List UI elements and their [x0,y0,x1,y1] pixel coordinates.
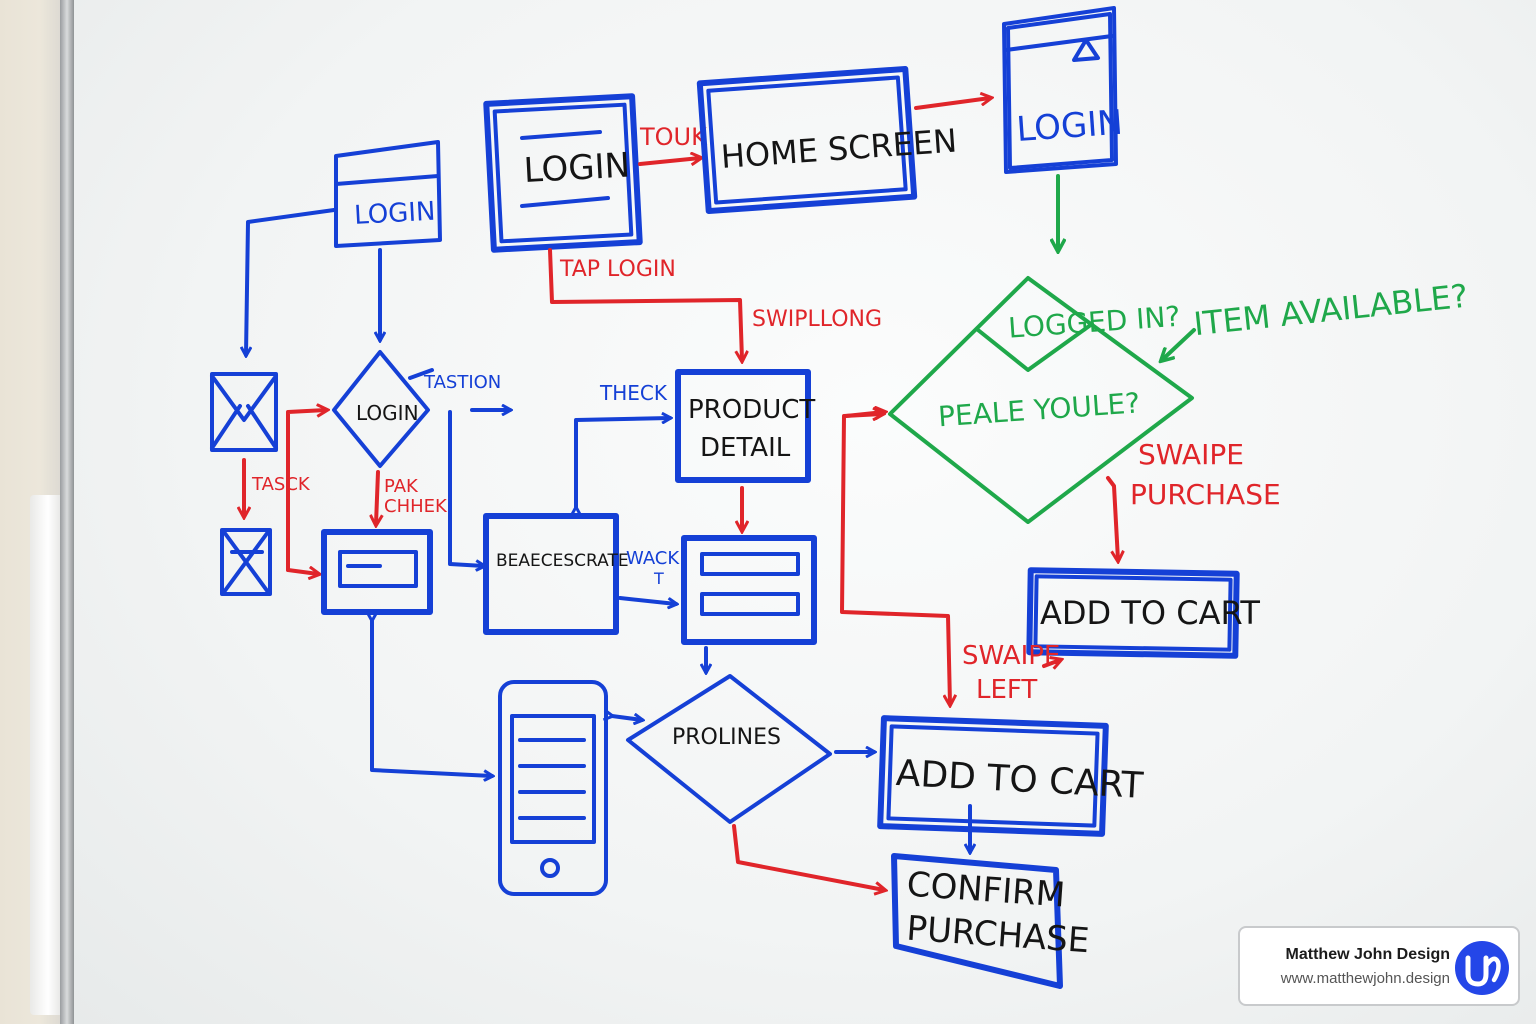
product-detail-box: PRODUCT DETAIL [675,369,815,483]
brand-watermark[interactable]: Matthew John Design www.matthewjohn.desi… [1238,926,1520,1006]
confirm-purchase-box: CONFIRM PURCHASE [891,853,1091,989]
tap-label: TOUK [639,123,708,151]
tasck-label: TASCK [251,474,311,495]
home-screen-box: HOME SCREEN [696,65,959,215]
login-screen-label: LOGIN [523,146,631,192]
arrow-to-form-box [286,570,318,574]
purchase-label: PURCHASE [1130,478,1281,511]
arrow-diamond-to-form [376,470,378,524]
login-decision-diamond: LOGIN [332,350,430,468]
arrow-phone-to-prolines [612,716,642,720]
arrow-decision-to-cart [1106,476,1118,560]
arrow-home-to-login [914,98,990,110]
wack-label: WACK [626,548,680,569]
login-page-label: LOGIN [1015,103,1124,150]
whiteboard-surface [74,0,1536,1024]
arrow-form-to-phone [372,620,492,776]
brand-name: Matthew John Design [1285,946,1450,963]
login-screen-box: LOGIN [483,93,643,253]
arrow-to-beaecescrate [448,410,484,566]
brand-logo-icon [1455,941,1509,995]
swaipe-label: SWAIPE [1138,438,1244,471]
arrow-to-login-diamond-red [286,410,326,572]
home-screen-label: HOME SCREEN [720,122,959,176]
phone-mockup-icon [498,680,608,896]
logged-in-label: LOGGED IN? [1007,300,1181,345]
add-to-cart-box-right: ADD TO CART [1026,567,1260,659]
arrow-tap-login [548,248,742,360]
tastion-label: TASTION [423,372,501,393]
image-placeholder-icon [220,528,272,596]
login-page-box: LOGIN [1002,6,1124,174]
small-login-label: LOGIN [353,197,436,231]
prolines-diamond: PROLINES [626,674,832,824]
arrow-to-list-box [618,596,676,604]
beaecescrate-label: BEAECESCRATE [496,551,629,571]
confirm-label: CONFIRM [906,865,1067,916]
arrow-decision-to-bottom-cart [840,412,950,704]
arrow-into-decision [844,412,884,416]
chhek-label: CHHEK [384,496,448,517]
pleale-youle-label: PEALE YOULE? [937,386,1141,433]
swipe-long-label: SWIPLLONG [752,307,882,332]
left-label: LEFT [976,675,1037,705]
detail-label: DETAIL [700,433,791,463]
arrow-login-to-home [638,158,700,166]
pak-label: PAK [384,476,419,497]
small-login-box: LOGIN [334,140,442,248]
beaecescrate-box: BEAECESCRATE [483,513,629,635]
add-to-cart-right-label: ADD TO CART [1040,594,1260,632]
wack-sub-label: T [653,569,664,588]
brand-url[interactable]: www.matthewjohn.design [1280,970,1450,987]
arrow-to-mail-icon [246,208,336,355]
add-to-cart-box-bottom: ADD TO CART [877,715,1145,837]
product-label: PRODUCT [688,395,815,425]
triangle-icon [1072,38,1100,62]
list-screen-box [681,535,817,645]
theck-label: THECK [599,381,668,405]
mail-icon [210,372,278,452]
prolines-label: PROLINES [672,725,781,750]
form-box [321,529,433,615]
arrow-prolines-to-confirm [732,824,884,890]
whiteboard-frame [60,0,74,1024]
item-available-label: ITEM AVAILABLE? [1192,277,1470,344]
arrow-swaipe-left [1042,660,1060,666]
arrow-to-product-detail [576,418,670,508]
login-diamond-label: LOGIN [356,401,419,425]
add-to-cart-bottom-label: ADD TO CART [895,753,1145,807]
tap-login-label: TAP LOGIN [559,257,676,282]
arrow-item-available [1162,328,1196,360]
